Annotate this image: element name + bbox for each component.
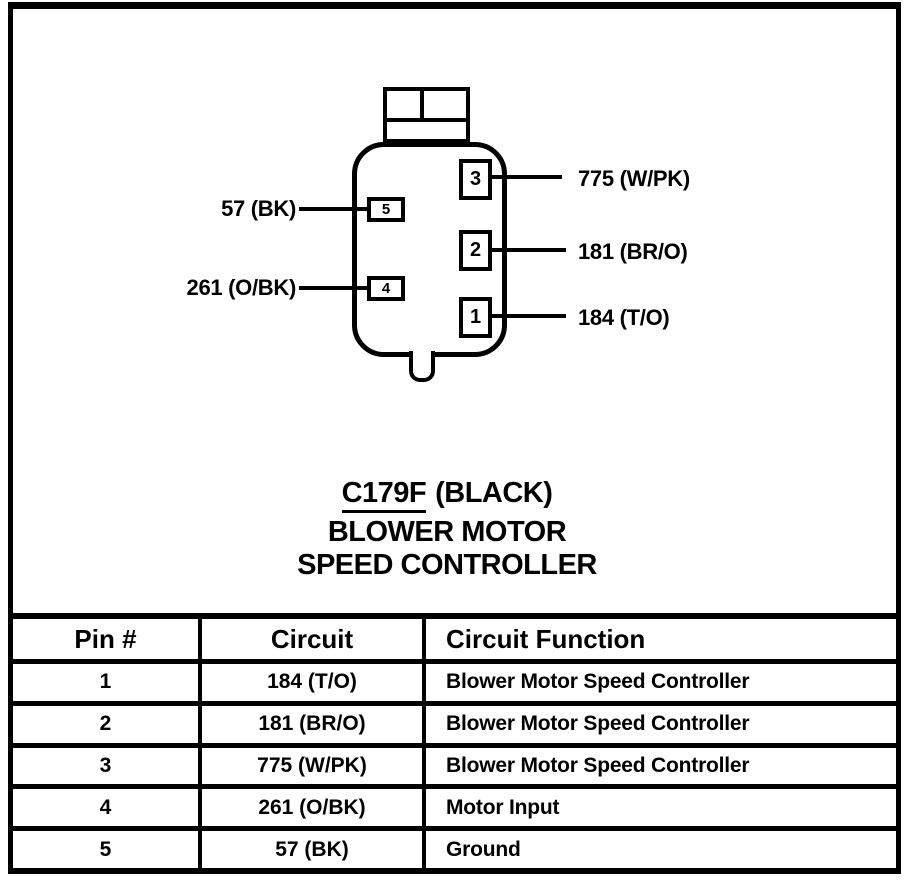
pin-number-2: 2	[469, 239, 482, 261]
table-header-row: Pin # Circuit Circuit Function	[13, 619, 896, 659]
leader-line-pin4	[299, 286, 375, 290]
cell-pin: 4	[99, 795, 112, 819]
connector-color: (BLACK)	[435, 477, 553, 509]
cell-circuit: 181 (BR/O)	[198, 705, 422, 743]
header-circuit: Circuit	[198, 619, 422, 659]
table-row: 1 184 (T/O) Blower Motor Speed Controlle…	[13, 664, 896, 701]
pin-number-4: 4	[381, 280, 391, 297]
cell-circuit: 57 (BK)	[198, 831, 422, 868]
pin-cavity-2: 2	[459, 230, 492, 271]
cell-function: Blower Motor Speed Controller	[422, 705, 896, 743]
leader-line-pin1	[487, 314, 566, 318]
wire-label-181-bro: 181 (BR/O)	[578, 239, 688, 264]
table-row: 5 57 (BK) Ground	[13, 831, 896, 868]
header-pin: Pin #	[74, 623, 137, 654]
leader-line-pin5	[299, 207, 375, 211]
connector-title: C179F(BLACK)	[0, 477, 894, 513]
cell-circuit: 261 (O/BK)	[198, 789, 422, 827]
header-circuit-function: Circuit Function	[422, 619, 896, 659]
cell-pin: 5	[99, 837, 112, 861]
component-name-line2: SPEED CONTROLLER	[297, 549, 597, 581]
pin-number-3: 3	[469, 168, 482, 190]
row-divider	[13, 659, 896, 664]
row-divider	[13, 700, 896, 706]
pinout-table: Pin # Circuit Circuit Function 1 184 (T/…	[8, 613, 901, 874]
connector-id: C179F	[341, 477, 427, 513]
row-divider	[13, 826, 896, 832]
table-row: 4 261 (O/BK) Motor Input	[13, 789, 896, 827]
cell-circuit: 184 (T/O)	[198, 664, 422, 701]
table-row: 2 181 (BR/O) Blower Motor Speed Controll…	[13, 705, 896, 743]
pin-cavity-3: 3	[459, 159, 492, 200]
connector-plug-horizontal-divider	[387, 118, 466, 122]
cell-pin: 2	[99, 712, 112, 736]
leader-line-pin3	[487, 175, 562, 179]
pin-cavity-1: 1	[459, 297, 492, 338]
cell-pin: 1	[99, 670, 112, 694]
wire-label-184-to: 184 (T/O)	[578, 305, 670, 330]
leader-line-pin2	[487, 248, 566, 252]
connector-plug-divider	[420, 91, 424, 118]
cell-function: Blower Motor Speed Controller	[422, 747, 896, 785]
pin-cavity-4: 4	[367, 276, 405, 301]
cell-function: Blower Motor Speed Controller	[422, 664, 896, 701]
component-name-line1: BLOWER MOTOR	[327, 516, 567, 548]
cell-function: Ground	[422, 831, 896, 868]
row-divider	[13, 742, 896, 748]
wire-label-261-obk: 261 (O/BK)	[186, 275, 297, 300]
wire-label-775-wpk: 775 (W/PK)	[578, 166, 690, 191]
connector-plug-upper-cells	[387, 91, 466, 118]
cell-pin: 3	[99, 753, 112, 777]
cell-function: Motor Input	[422, 789, 896, 827]
table-row: 3 775 (W/PK) Blower Motor Speed Controll…	[13, 747, 896, 785]
cell-circuit: 775 (W/PK)	[198, 747, 422, 785]
wire-label-57-bk: 57 (BK)	[221, 196, 296, 221]
pin-number-1: 1	[469, 306, 482, 328]
connector-top-plug	[383, 87, 470, 143]
row-divider	[13, 784, 896, 790]
pin-number-5: 5	[381, 201, 391, 218]
pin-cavity-5: 5	[367, 197, 405, 222]
connector-bottom-tab	[409, 351, 435, 382]
